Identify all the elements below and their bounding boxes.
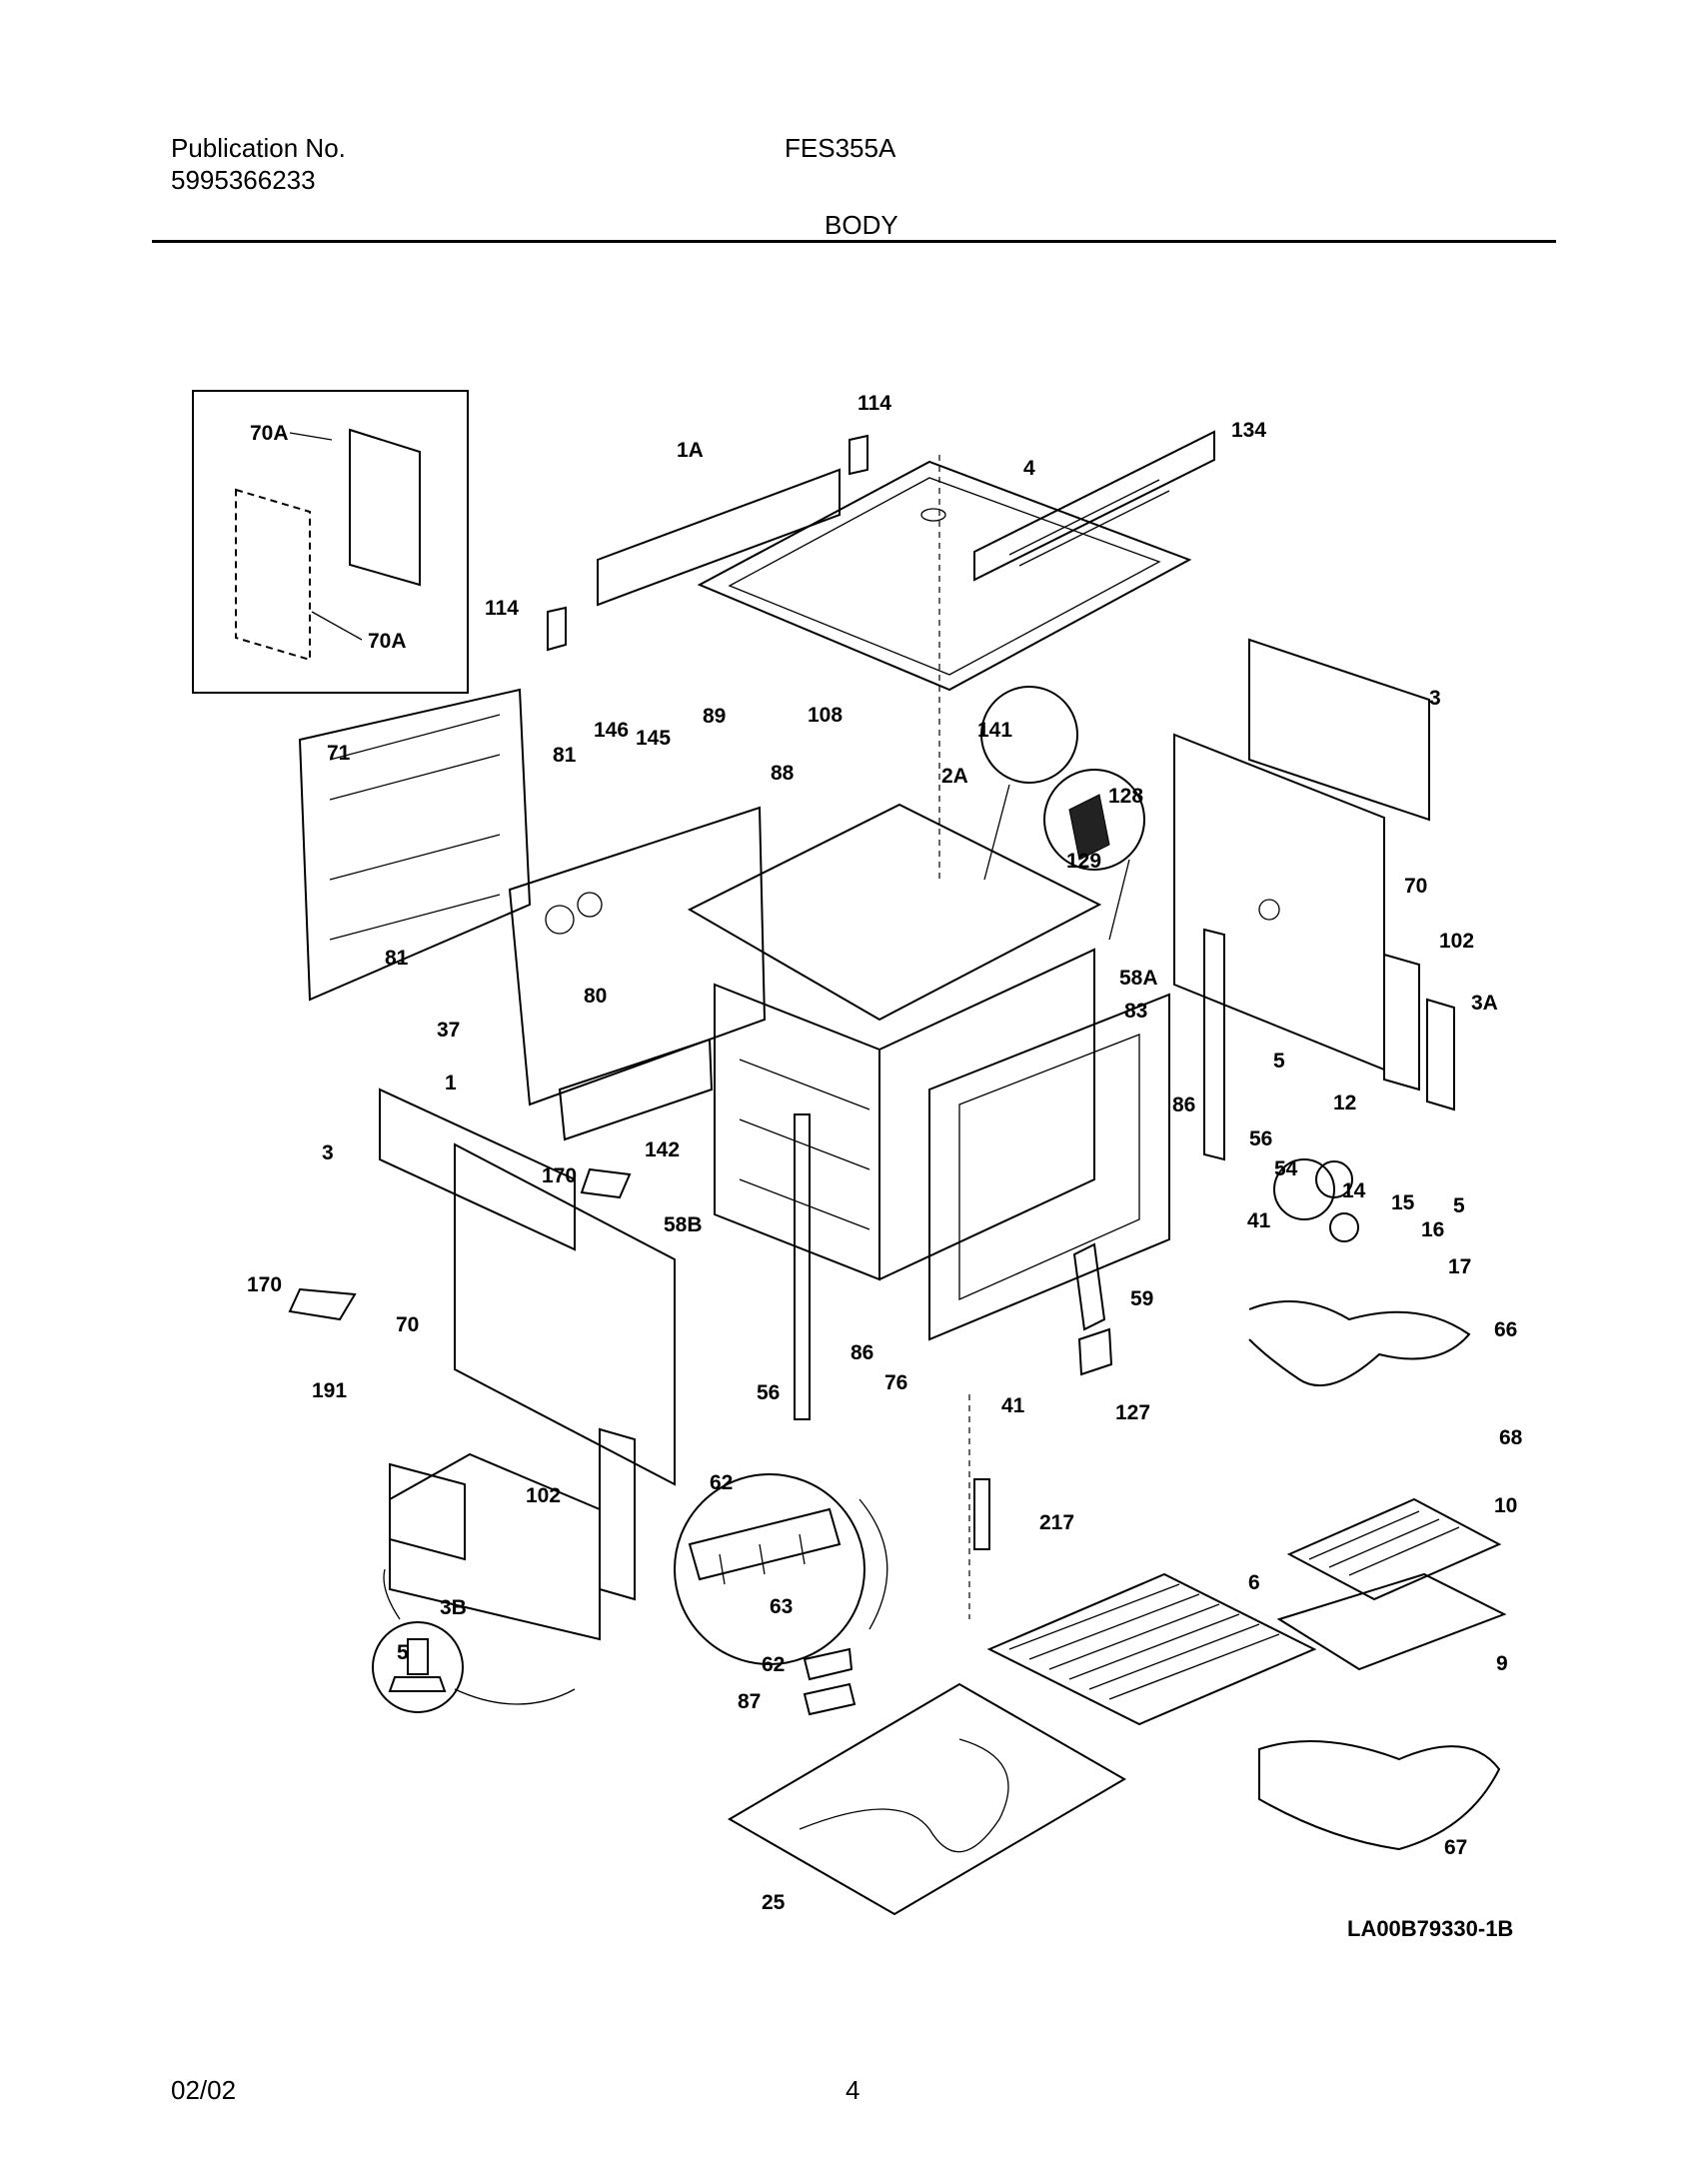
callout-9: 9: [1496, 1652, 1508, 1675]
diagram-reference-code: LA00B79330-1B: [1347, 1916, 1513, 1941]
callout-67: 67: [1444, 1836, 1467, 1859]
callout-141: 141: [977, 719, 1012, 742]
callout-191: 191: [312, 1379, 347, 1402]
oven-cavity: [687, 803, 1170, 1341]
callout-127: 127: [1115, 1401, 1150, 1424]
callout-89: 89: [703, 705, 726, 728]
callout-87: 87: [738, 1690, 761, 1713]
callout-81-top: 81: [553, 744, 577, 767]
callout-59: 59: [1130, 1287, 1153, 1310]
callout-15: 15: [1391, 1191, 1415, 1214]
callout-76: 76: [884, 1371, 907, 1394]
callout-12: 12: [1333, 1092, 1356, 1114]
callout-54: 54: [1274, 1157, 1298, 1180]
publication-label: Publication No.: [171, 133, 346, 163]
publication-number: 5995366233: [171, 165, 316, 195]
terminal-block-detail: [674, 1473, 888, 1665]
callout-14: 14: [1342, 1179, 1366, 1202]
callout-63: 63: [770, 1595, 793, 1618]
callout-41-lower: 41: [1001, 1394, 1025, 1417]
callout-170-left: 170: [247, 1273, 282, 1296]
callout-68: 68: [1499, 1426, 1523, 1449]
callout-70a-top: 70A: [250, 422, 289, 445]
callout-102-right: 102: [1439, 930, 1474, 953]
header-rule: [152, 240, 1556, 243]
callout-1: 1: [445, 1072, 457, 1094]
callout-4: 4: [1023, 457, 1035, 480]
callout-3b: 3B: [440, 1596, 467, 1619]
callout-142: 142: [645, 1138, 680, 1161]
callout-86-right: 86: [1172, 1093, 1195, 1116]
page-number: 4: [846, 2075, 860, 2105]
callout-81-left: 81: [385, 947, 409, 970]
callout-66: 66: [1494, 1318, 1517, 1341]
model-number: FES355A: [785, 133, 896, 163]
callout-41-right: 41: [1247, 1209, 1271, 1232]
leveling-leg-detail: [372, 1568, 576, 1713]
callout-83: 83: [1124, 1000, 1147, 1023]
callout-145: 145: [636, 727, 671, 750]
callout-5-right-bottom: 5: [1453, 1194, 1465, 1217]
callout-108: 108: [808, 704, 843, 727]
callout-5-right-top: 5: [1273, 1050, 1285, 1073]
callout-128: 128: [1108, 785, 1143, 808]
callout-62-detail: 62: [710, 1471, 733, 1494]
lower-left-panels: [288, 1088, 676, 1641]
callout-5-detail: 5: [397, 1641, 409, 1664]
callout-37: 37: [437, 1019, 460, 1042]
callout-3-right: 3: [1429, 687, 1441, 710]
footer-date: 02/02: [171, 2075, 237, 2105]
callout-70-left: 70: [396, 1313, 419, 1336]
right-side-panels: [1173, 638, 1455, 1161]
callout-labels: 70A 70A 114 1A 114 4 134 71 81 146 145 8…: [247, 392, 1523, 1914]
callout-6: 6: [1248, 1571, 1260, 1594]
callout-88: 88: [771, 762, 795, 785]
callout-56-lower: 56: [757, 1381, 780, 1404]
callout-129: 129: [1066, 850, 1101, 873]
callout-114-left: 114: [485, 597, 519, 620]
callout-10: 10: [1494, 1494, 1517, 1517]
callout-58a: 58A: [1119, 967, 1158, 990]
bottom-panel: [728, 1647, 1126, 1916]
callout-16: 16: [1421, 1218, 1444, 1241]
callout-71: 71: [327, 742, 351, 765]
callout-134: 134: [1231, 419, 1266, 442]
callout-3-left: 3: [322, 1141, 334, 1164]
callout-62-lower: 62: [762, 1653, 785, 1676]
callout-17: 17: [1448, 1255, 1471, 1278]
racks-and-elements: [986, 1300, 1507, 1851]
left-side-panels: [298, 688, 767, 1141]
callout-70-right: 70: [1404, 875, 1427, 898]
callout-86-lower: 86: [851, 1341, 873, 1364]
callout-3a: 3A: [1471, 992, 1498, 1015]
callout-80: 80: [584, 985, 607, 1008]
section-title: BODY: [825, 210, 898, 240]
callout-2a: 2A: [941, 765, 968, 788]
callout-1a: 1A: [677, 439, 704, 462]
callout-56-right: 56: [1249, 1127, 1272, 1150]
top-panels: [547, 430, 1215, 880]
callout-217: 217: [1039, 1511, 1074, 1534]
callout-25: 25: [762, 1891, 786, 1914]
detail-circles: [794, 686, 1359, 1619]
inset-box: [192, 390, 469, 694]
callout-114-top: 114: [857, 392, 891, 415]
callout-146: 146: [594, 719, 629, 742]
callout-102-left: 102: [526, 1484, 561, 1507]
callout-70a-bottom: 70A: [368, 630, 407, 653]
callout-170-top: 170: [542, 1164, 577, 1187]
callout-58b: 58B: [664, 1213, 703, 1236]
